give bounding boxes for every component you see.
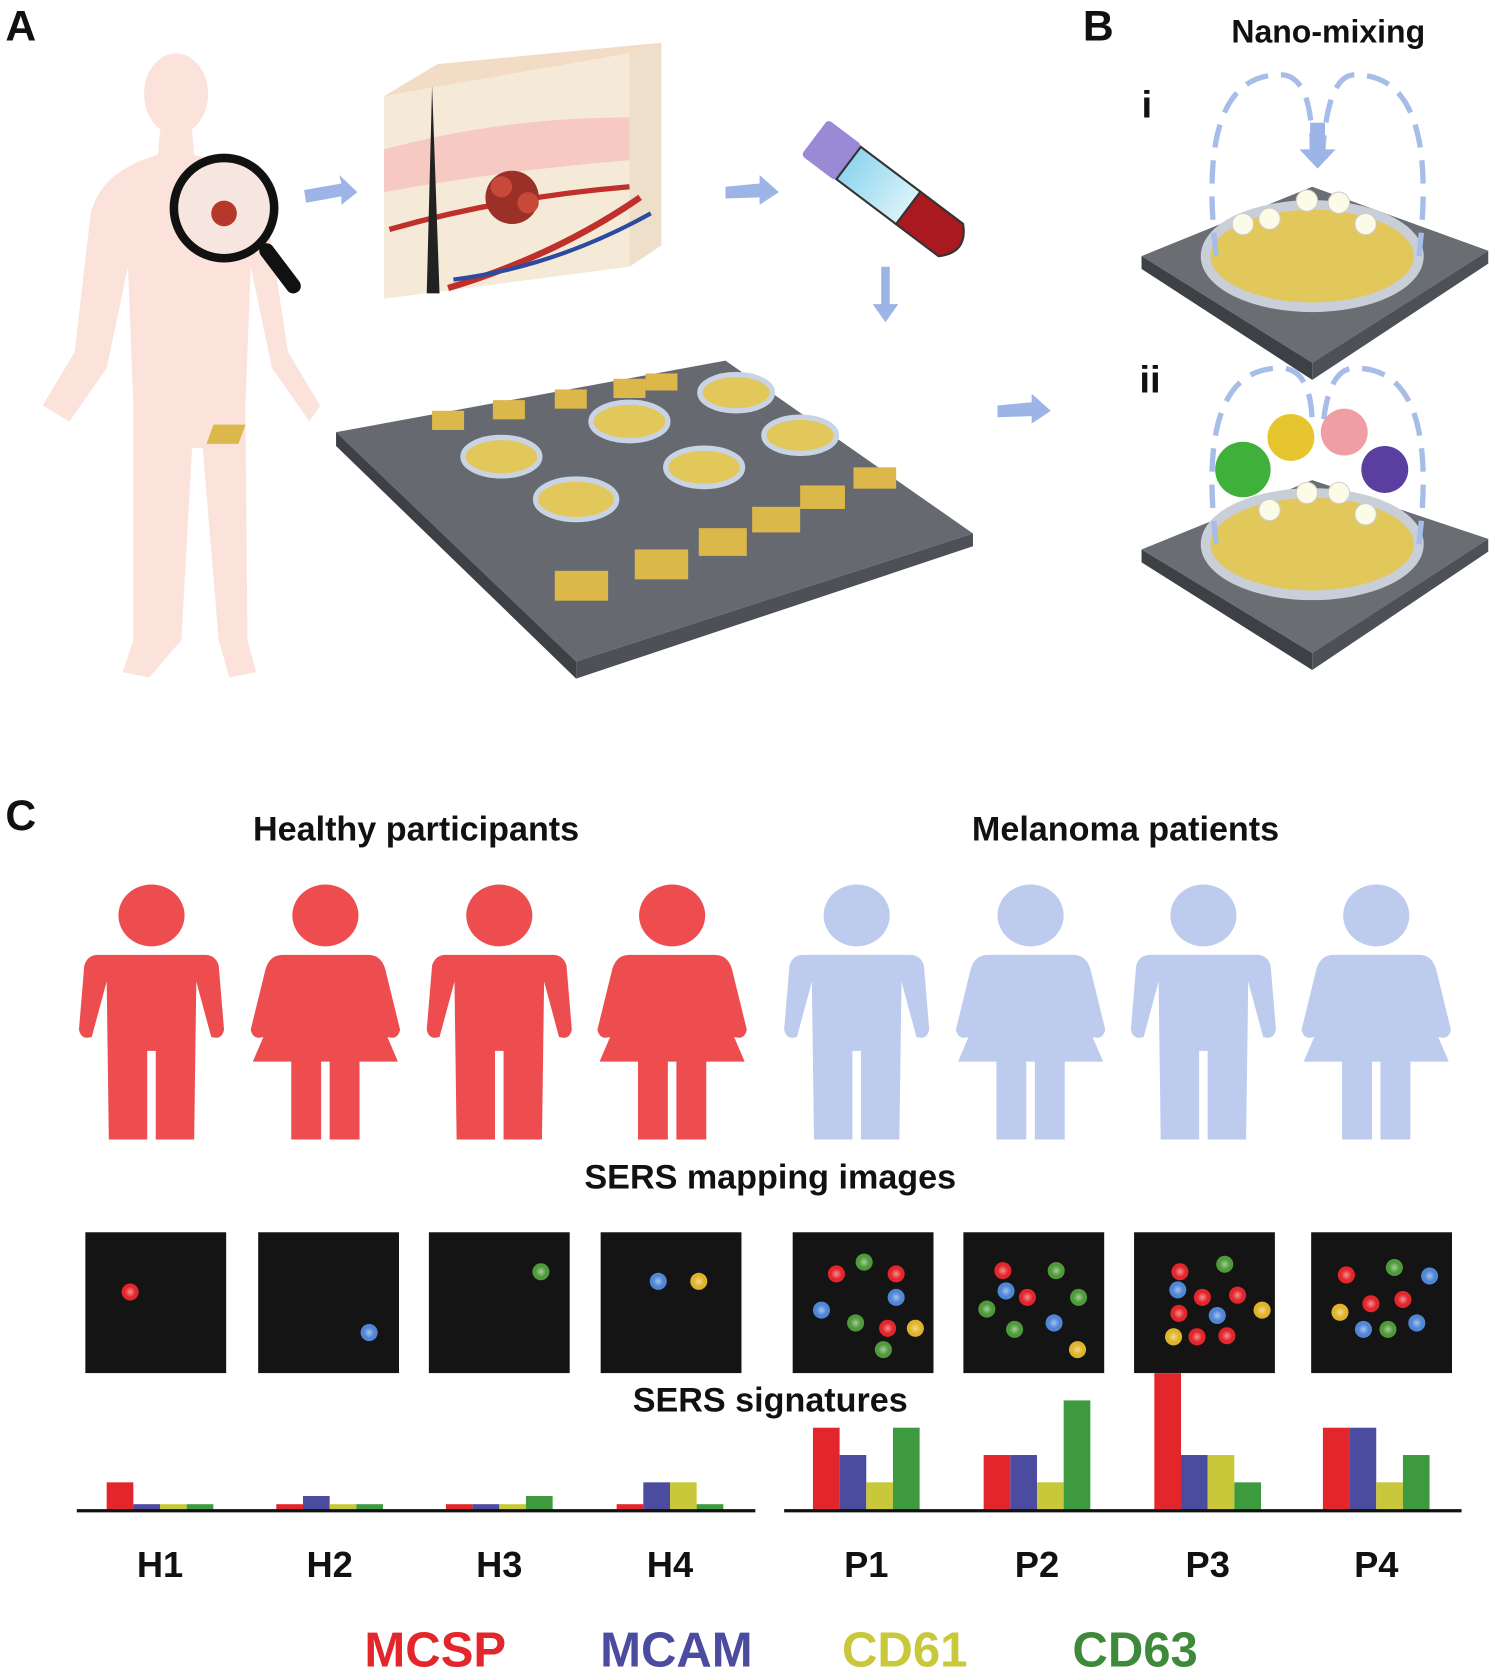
mapping-image-h2 xyxy=(258,1232,400,1374)
bar-h1-cd61 xyxy=(160,1504,187,1510)
bar-h2-mcam xyxy=(302,1495,330,1510)
healthy-title: Healthy participants xyxy=(253,811,579,849)
legend-mcam: MCAM xyxy=(600,1623,753,1674)
bar-p3-cd61 xyxy=(1207,1455,1235,1510)
bar-p4-cd63 xyxy=(1402,1455,1430,1510)
blood-tube-icon xyxy=(802,121,965,258)
arrow-icon xyxy=(872,266,899,323)
sers-mapping-images xyxy=(85,1232,1452,1374)
bar-p2-cd63 xyxy=(1063,1400,1091,1510)
male-person-icon xyxy=(784,884,930,1140)
bar-p4-cd61 xyxy=(1376,1482,1403,1510)
sers-signature-chart xyxy=(106,1373,1430,1510)
nano-mixing-title: Nano-mixing xyxy=(1231,14,1425,50)
mapping-image-p4 xyxy=(1311,1232,1452,1374)
bar-h3-cd63 xyxy=(525,1495,553,1510)
participant-icons xyxy=(78,884,1451,1140)
patients-title: Melanoma patients xyxy=(972,811,1279,849)
bar-p4-mcsp xyxy=(1322,1427,1350,1510)
mapping-image-p2 xyxy=(963,1232,1105,1374)
bar-p2-mcsp xyxy=(983,1455,1011,1510)
x-tick-label: P2 xyxy=(1015,1544,1059,1585)
panel-a-letter: A xyxy=(5,3,36,51)
mapping-image-h4 xyxy=(600,1232,742,1374)
bar-h2-mcsp xyxy=(276,1504,303,1510)
step-ii-label: ii xyxy=(1139,359,1160,402)
male-person-icon xyxy=(1130,884,1276,1140)
bar-p2-cd61 xyxy=(1036,1482,1064,1510)
human-silhouette xyxy=(42,53,321,678)
bar-h2-cd61 xyxy=(329,1504,357,1510)
chip-step-ii xyxy=(1141,365,1489,671)
bar-h1-mcsp xyxy=(106,1482,134,1510)
legend-mcsp: MCSP xyxy=(364,1623,506,1674)
signatures-title: SERS signatures xyxy=(633,1382,908,1420)
chip-step-i xyxy=(1141,72,1489,380)
mapping-image-p1 xyxy=(792,1232,934,1374)
panel-c-letter: C xyxy=(5,792,36,840)
bar-h4-cd61 xyxy=(669,1482,697,1510)
bar-h4-mcsp xyxy=(616,1504,644,1510)
bar-p4-mcam xyxy=(1349,1427,1377,1510)
bar-h3-cd61 xyxy=(499,1504,526,1510)
bar-p3-mcam xyxy=(1181,1455,1208,1510)
mapping-image-h3 xyxy=(428,1232,570,1374)
bar-p1-cd63 xyxy=(892,1427,920,1510)
legend-cd61: CD61 xyxy=(842,1623,967,1674)
skin-cross-section xyxy=(384,42,662,299)
arrow-icon xyxy=(725,175,779,205)
female-person-icon xyxy=(1301,884,1451,1140)
bar-p1-mcam xyxy=(839,1455,867,1510)
x-tick-label: H1 xyxy=(137,1544,183,1585)
bar-p2-mcam xyxy=(1010,1455,1037,1510)
legend: MCSP MCAM CD61 CD63 xyxy=(364,1623,1197,1674)
x-tick-label: P1 xyxy=(844,1544,888,1585)
female-person-icon xyxy=(597,884,747,1140)
bar-h3-mcam xyxy=(472,1504,500,1510)
female-person-icon xyxy=(250,884,401,1140)
bar-h1-cd63 xyxy=(186,1504,214,1510)
bar-p1-cd61 xyxy=(866,1482,893,1510)
magnifier-icon xyxy=(169,153,301,294)
bar-h4-mcam xyxy=(643,1482,670,1510)
step-i-label: i xyxy=(1142,83,1153,126)
mapping-image-p3 xyxy=(1134,1232,1275,1374)
arrow-icon xyxy=(997,393,1051,424)
mapping-title: SERS mapping images xyxy=(584,1159,956,1197)
male-person-icon xyxy=(426,884,572,1140)
arrow-icon xyxy=(304,175,358,205)
bar-p3-mcsp xyxy=(1154,1373,1182,1510)
bar-p3-cd63 xyxy=(1234,1482,1262,1510)
sensor-chip xyxy=(206,360,973,679)
x-tick-label: H3 xyxy=(476,1544,522,1585)
bar-h2-cd63 xyxy=(356,1504,384,1510)
x-tick-label: P4 xyxy=(1354,1544,1398,1585)
bar-h4-cd63 xyxy=(696,1504,724,1510)
male-person-icon xyxy=(78,884,225,1140)
bar-p1-mcsp xyxy=(812,1427,840,1510)
x-tick-label: H2 xyxy=(306,1544,352,1585)
female-person-icon xyxy=(955,884,1106,1140)
panel-b-letter: B xyxy=(1083,3,1114,51)
x-tick-label: P3 xyxy=(1186,1544,1230,1585)
mapping-image-h1 xyxy=(85,1232,227,1374)
legend-cd63: CD63 xyxy=(1072,1623,1197,1674)
bar-h3-mcsp xyxy=(445,1504,473,1510)
bar-h1-mcam xyxy=(133,1504,161,1510)
x-tick-label: H4 xyxy=(647,1544,693,1585)
